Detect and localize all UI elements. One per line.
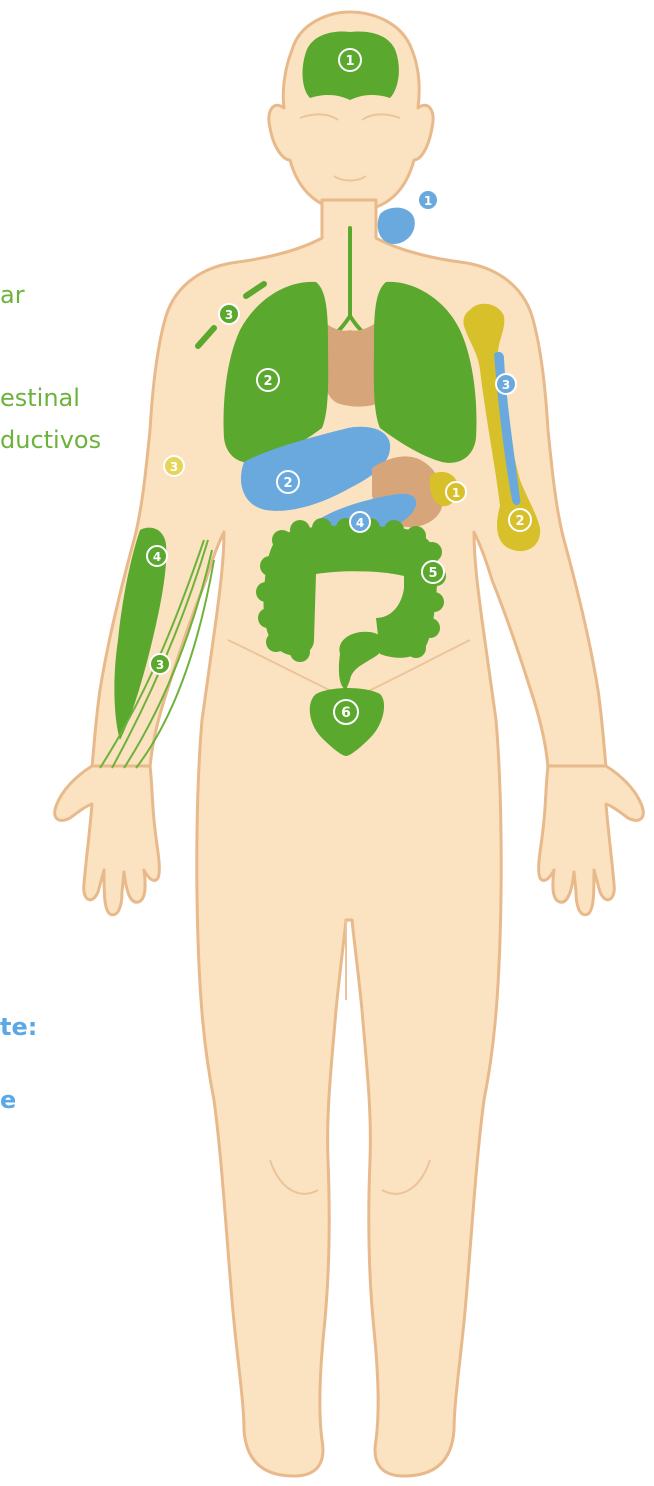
marker-elbow: 3 (164, 456, 184, 476)
marker-lung: 2 (257, 369, 279, 391)
marker-elbow-label: 3 (170, 460, 178, 474)
marker-liver-label: 2 (283, 476, 292, 491)
marker-forearm-muscle-label: 4 (153, 550, 161, 564)
marker-gallbladder: 1 (446, 482, 466, 502)
marker-bone-marrow-label: 3 (502, 378, 510, 392)
marker-throat: 1 (418, 190, 438, 210)
marker-forearm-nerve-label: 3 (156, 658, 164, 672)
marker-brain-label: 1 (345, 54, 354, 69)
marker-brain: 1 (339, 49, 361, 71)
marker-nerve-shoulder-label: 3 (225, 308, 233, 322)
marker-bladder: 6 (334, 700, 358, 724)
marker-bone-marrow: 3 (496, 374, 516, 394)
marker-bladder-label: 6 (341, 705, 351, 721)
marker-liver: 2 (277, 471, 299, 493)
marker-humerus-label: 2 (515, 514, 524, 529)
marker-pancreas: 4 (350, 512, 370, 532)
marker-throat-label: 1 (424, 194, 432, 208)
marker-intestine: 5 (422, 561, 444, 583)
marker-intestine-label: 5 (428, 566, 437, 581)
marker-gallbladder-label: 1 (452, 486, 460, 500)
marker-humerus: 2 (509, 509, 531, 531)
marker-nerve-shoulder: 3 (219, 304, 239, 324)
marker-forearm-nerve: 3 (150, 654, 170, 674)
marker-pancreas-label: 4 (356, 516, 364, 530)
throat-organ (378, 208, 415, 244)
marker-forearm-muscle: 4 (147, 546, 167, 566)
marker-lung-label: 2 (263, 374, 272, 389)
